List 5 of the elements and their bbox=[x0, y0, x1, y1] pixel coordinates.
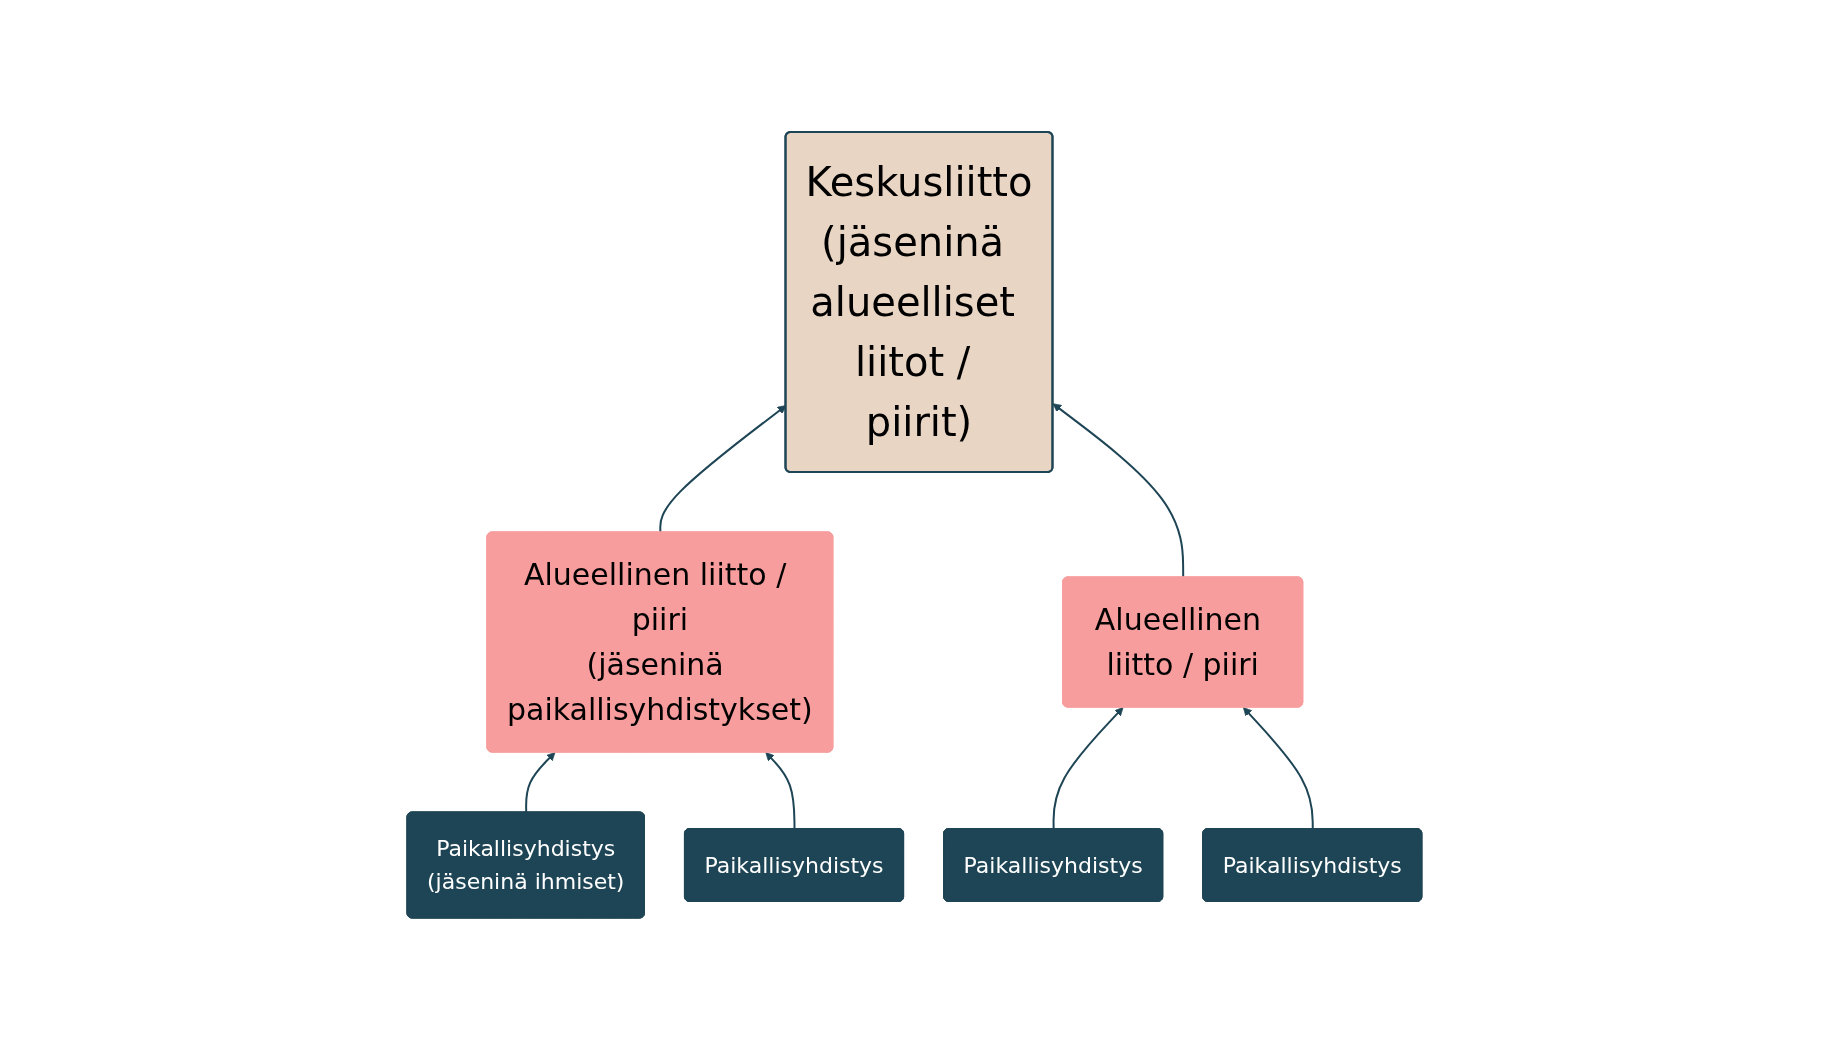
arrow bbox=[1052, 706, 1124, 830]
arrow bbox=[1052, 402, 1185, 578]
arrow bbox=[765, 751, 796, 830]
arrow bbox=[1243, 706, 1314, 830]
arrow bbox=[525, 751, 556, 813]
